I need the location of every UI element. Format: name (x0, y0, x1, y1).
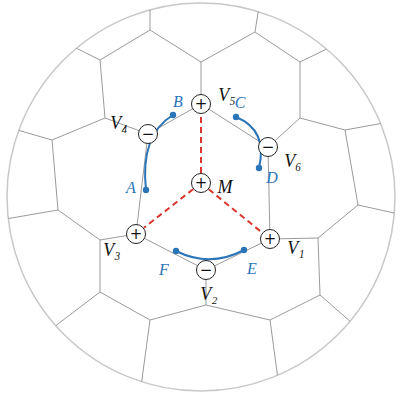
vertex-label: V₆ (284, 151, 301, 172)
vertex-label: M (218, 177, 233, 198)
vertex-circle: −V₆ (258, 137, 278, 157)
vertex-label: V₁ (287, 238, 304, 259)
point-label: B (173, 93, 183, 111)
dashed-connector (200, 114, 202, 173)
charge-sign: + (261, 230, 279, 248)
charge-sign: − (139, 125, 157, 143)
point-label: F (159, 261, 169, 279)
vertex-label: V₂ (200, 284, 217, 305)
vertex-circle: +M (191, 173, 211, 193)
vertex-circle: +V₅ (191, 94, 211, 114)
blue-points (143, 112, 262, 254)
vertex-circle: +V₃ (126, 224, 146, 244)
point-label: D (266, 169, 278, 187)
charge-sign: − (259, 138, 277, 156)
vertex-label: V₃ (103, 240, 120, 261)
charge-sign: − (197, 261, 215, 279)
dashed-connector (144, 189, 193, 228)
vertex-circle: −V₄ (138, 124, 158, 144)
charge-sign: + (192, 174, 210, 192)
charge-sign: + (192, 95, 210, 113)
point-label: A (126, 179, 136, 197)
point-label: C (235, 94, 246, 112)
dashed-connector (209, 189, 262, 232)
point-label: E (247, 260, 257, 278)
vertex-circle: −V₂ (196, 260, 216, 280)
charge-sign: + (127, 225, 145, 243)
vertex-circle: +V₁ (260, 229, 280, 249)
vertex-label: V₄ (110, 113, 127, 134)
vertex-label: V₅ (218, 85, 235, 106)
blue-arcs (145, 115, 261, 259)
